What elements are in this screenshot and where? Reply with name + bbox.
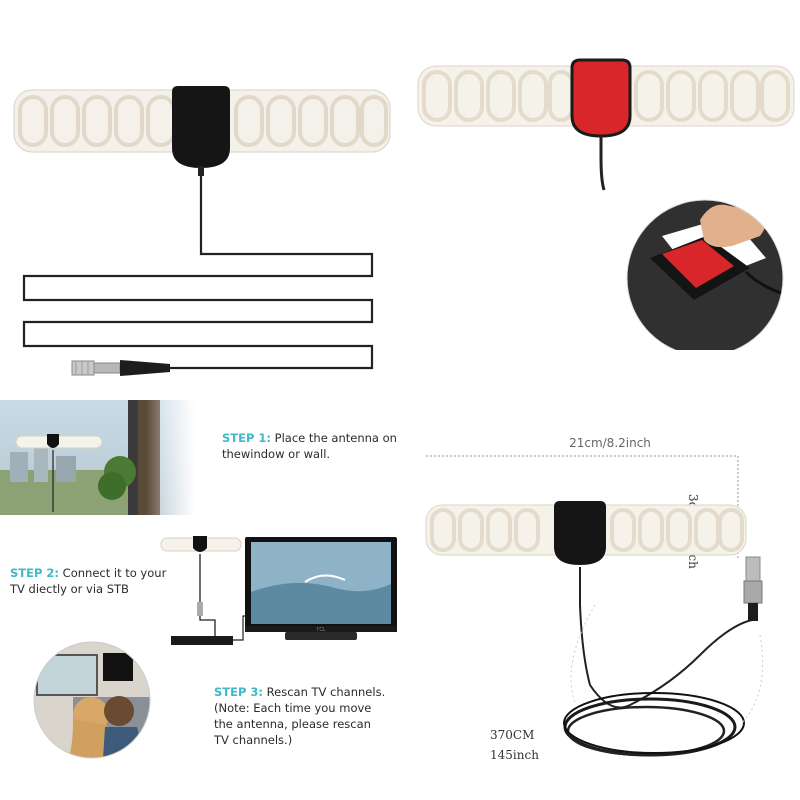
step1-window-photo bbox=[0, 400, 195, 515]
step3-line2: (Note: Each time you move bbox=[214, 701, 372, 715]
cable-length-inch: 145inch bbox=[490, 748, 539, 762]
step3-line1: Rescan TV channels. bbox=[266, 685, 386, 699]
coax-connector-icon bbox=[71, 360, 170, 376]
antenna-dimension-photo bbox=[425, 501, 763, 757]
step2-tv-photo: TCL bbox=[160, 536, 397, 645]
step2-line2: TV diectly or via STB bbox=[10, 582, 129, 596]
step3-line4: TV channels.) bbox=[214, 733, 293, 747]
cable-length-cm: 370CM bbox=[490, 728, 535, 742]
step1-line1: Place the antenna on bbox=[274, 431, 397, 445]
coax-connector-icon bbox=[743, 556, 763, 621]
step1-text: STEP 1: Place the antenna on thewindow o… bbox=[222, 430, 397, 462]
tv-icon: TCL bbox=[245, 537, 397, 640]
step3-couple-photo bbox=[33, 641, 151, 759]
adhesive-pad-icon bbox=[570, 58, 632, 138]
step3-line3: the antenna, please rescan bbox=[214, 717, 371, 731]
antenna-product-photo bbox=[13, 86, 391, 376]
step3-text: STEP 3: Rescan TV channels. (Note: Each … bbox=[214, 684, 385, 748]
width-dimension-label: 21cm/8.2inch bbox=[569, 436, 651, 450]
set-top-box-icon bbox=[171, 636, 233, 645]
antenna-cable bbox=[22, 176, 374, 370]
step2-label: STEP 2: bbox=[10, 566, 60, 580]
antenna-base bbox=[172, 86, 230, 168]
step2-line1: Connect it to your bbox=[62, 566, 167, 580]
tv-brand: TCL bbox=[316, 627, 326, 633]
step2-text: STEP 2: Connect it to your TV diectly or… bbox=[10, 565, 166, 597]
antenna-element-loops bbox=[18, 95, 388, 147]
step1-line2: thewindow or wall. bbox=[222, 447, 331, 461]
step3-label: STEP 3: bbox=[214, 685, 264, 699]
antenna-adhesive-photo bbox=[417, 58, 795, 350]
step1-label: STEP 1: bbox=[222, 431, 272, 445]
window-icon bbox=[36, 654, 98, 696]
finger-icon bbox=[700, 204, 767, 248]
